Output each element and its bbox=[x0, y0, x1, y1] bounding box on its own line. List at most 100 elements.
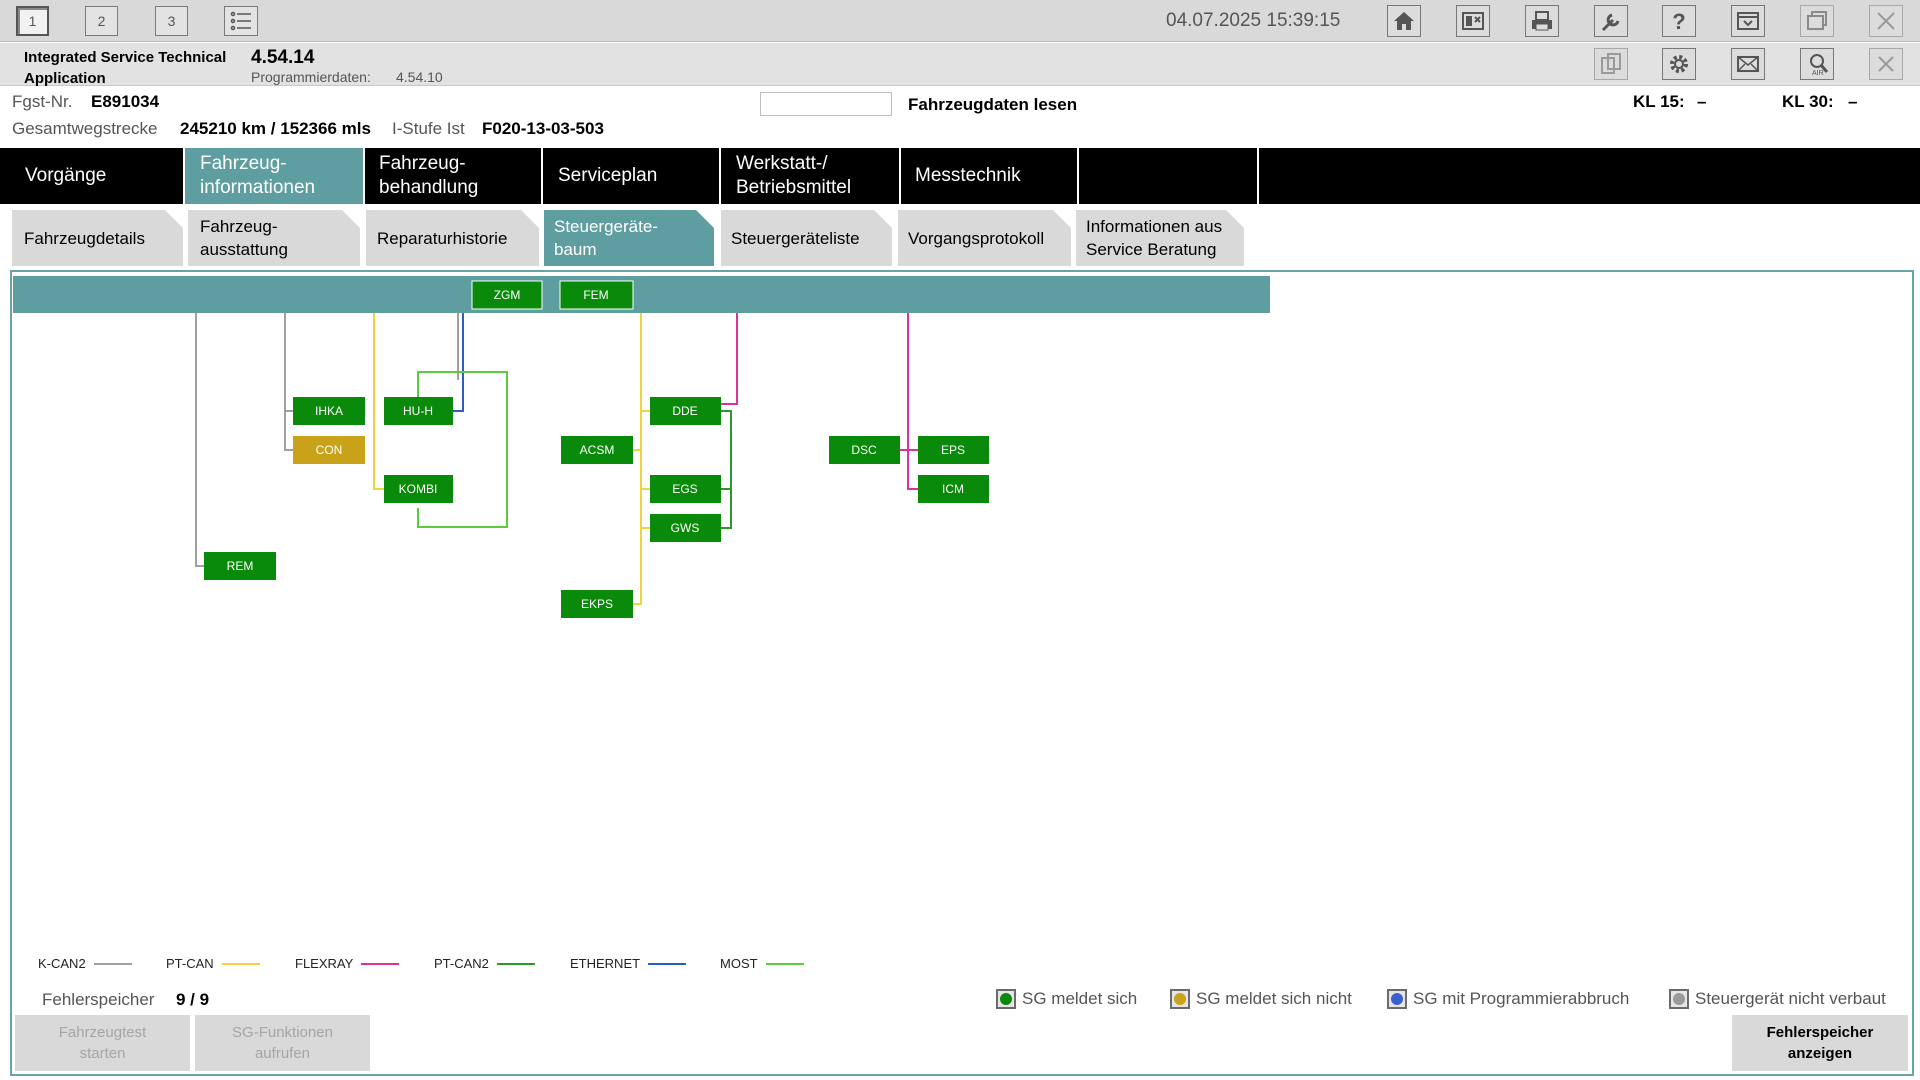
main-tab-fahrzeugbehandlung[interactable]: Fahrzeug- behandlung bbox=[365, 148, 543, 204]
air-search-icon[interactable]: AIR bbox=[1800, 48, 1834, 80]
fehlerspeicher-count: 9 / 9 bbox=[176, 990, 210, 1009]
pt-can2-swatch bbox=[496, 962, 535, 965]
gateway-bus-bar bbox=[13, 276, 1270, 313]
help-icon[interactable]: ? bbox=[1662, 5, 1696, 37]
svg-text:HU-H: HU-H bbox=[403, 404, 433, 418]
svg-text:EGS: EGS bbox=[672, 482, 697, 496]
ecu-egs[interactable]: EGS bbox=[650, 475, 721, 503]
print-preview-icon[interactable] bbox=[1456, 5, 1490, 37]
status-sg-meldet-sich-nicht: SG meldet sich nicht bbox=[1170, 989, 1352, 1009]
application-header: Integrated Service Technical Application… bbox=[0, 43, 1920, 87]
svg-text:EPS: EPS bbox=[941, 443, 965, 457]
legend-flexray: FLEXRAY bbox=[295, 956, 400, 971]
sub-tab-reparaturhistorie[interactable]: Reparaturhistorie bbox=[366, 210, 539, 266]
sub-tab-fahrzeugausstattung[interactable]: Fahrzeug- ausstattung bbox=[188, 210, 360, 266]
status-sg-meldet-sich: SG meldet sich bbox=[996, 989, 1137, 1009]
main-tab-vorgaenge[interactable]: Vorgänge bbox=[0, 148, 185, 204]
fahrzeugtest-starten-button[interactable]: Fahrzeugtest starten bbox=[15, 1015, 190, 1071]
svg-text:ZGM: ZGM bbox=[494, 288, 521, 302]
ecu-eps[interactable]: EPS bbox=[918, 436, 989, 464]
settings-icon[interactable] bbox=[1662, 48, 1696, 80]
ecu-fem[interactable]: FEM bbox=[559, 280, 634, 310]
ecu-dde[interactable]: DDE bbox=[650, 397, 721, 425]
sub-tab-fahrzeugdetails[interactable]: Fahrzeugdetails bbox=[12, 210, 183, 266]
app-name: Integrated Service Technical Application bbox=[24, 49, 227, 87]
legend-pt-can2: PT-CAN2 bbox=[434, 956, 535, 971]
ecu-acsm[interactable]: ACSM bbox=[561, 436, 633, 464]
istufe-value: F020-13-03-503 bbox=[482, 119, 604, 138]
sub-tab-steuergeraeteliste[interactable]: Steuergeräteliste bbox=[721, 210, 892, 266]
status-yellow-icon bbox=[1170, 989, 1190, 1009]
fehlerspeicher-anzeigen-button[interactable]: Fehlerspeicher anzeigen bbox=[1732, 1015, 1908, 1071]
fgst-value: E891034 bbox=[91, 92, 160, 111]
session-tab-2[interactable]: 2 bbox=[85, 6, 118, 36]
sub-tab-service-beratung[interactable]: Informationen aus Service Beratung bbox=[1076, 210, 1244, 266]
ecu-zgm[interactable]: ZGM bbox=[471, 280, 543, 310]
ecu-gws[interactable]: GWS bbox=[650, 514, 721, 542]
sub-tab-vorgangsprotokoll[interactable]: Vorgangsprotokoll bbox=[898, 210, 1071, 266]
most-swatch bbox=[765, 962, 804, 965]
main-tab-serviceplan[interactable]: Serviceplan bbox=[543, 148, 721, 204]
legend-ethernet: ETHERNET bbox=[570, 956, 687, 971]
close-icon[interactable] bbox=[1869, 5, 1903, 37]
list-icon[interactable] bbox=[224, 6, 258, 36]
ecu-ekps[interactable]: EKPS bbox=[561, 590, 633, 618]
legend-most: MOST bbox=[720, 956, 804, 971]
datetime-display: 04.07.2025 15:39:15 bbox=[1166, 10, 1341, 31]
svg-text:AIR: AIR bbox=[1812, 70, 1824, 76]
dropdown-window-icon[interactable] bbox=[1731, 5, 1765, 37]
main-navigation: Vorgänge Fahrzeug- informationen Fahrzeu… bbox=[0, 148, 1920, 204]
svg-text:KOMBI: KOMBI bbox=[399, 482, 438, 496]
ecu-hu-h[interactable]: HU-H bbox=[384, 397, 453, 425]
ecu-ihka[interactable]: IHKA bbox=[293, 397, 365, 425]
fgst-label: Fgst-Nr. bbox=[12, 92, 73, 111]
copy-doc-icon[interactable] bbox=[1594, 48, 1628, 80]
svg-text:DDE: DDE bbox=[672, 404, 697, 418]
svg-text:REM: REM bbox=[227, 559, 254, 573]
legend-pt-can: PT-CAN bbox=[166, 956, 260, 971]
svg-text:?: ? bbox=[1672, 9, 1685, 33]
ecu-rem[interactable]: REM bbox=[204, 552, 276, 580]
svg-text:IHKA: IHKA bbox=[315, 404, 343, 418]
sg-funktionen-button[interactable]: SG-Funktionen aufrufen bbox=[195, 1015, 370, 1071]
ethernet-swatch bbox=[648, 962, 687, 965]
printer-icon[interactable] bbox=[1525, 5, 1559, 37]
sub-tab-steuergeraetebaum[interactable]: Steuergeräte- baum bbox=[544, 210, 714, 266]
programming-data-label: Programmierdaten: bbox=[251, 69, 371, 85]
main-tab-fahrzeuginformationen[interactable]: Fahrzeug- informationen bbox=[185, 148, 365, 204]
status-green-icon bbox=[996, 989, 1016, 1009]
svg-text:FEM: FEM bbox=[583, 288, 608, 302]
kl15-value: – bbox=[1697, 92, 1707, 111]
mail-icon[interactable] bbox=[1731, 48, 1765, 80]
programming-data-value: 4.54.10 bbox=[396, 69, 443, 85]
flexray-swatch bbox=[361, 962, 400, 965]
ecu-dsc[interactable]: DSC bbox=[829, 436, 900, 464]
ecu-con[interactable]: CON bbox=[293, 436, 365, 464]
main-tab-werkstatt[interactable]: Werkstatt-/ Betriebsmittel bbox=[721, 148, 901, 204]
svg-text:GWS: GWS bbox=[671, 521, 700, 535]
svg-text:ICM: ICM bbox=[942, 482, 964, 496]
pt-can-swatch bbox=[221, 962, 260, 965]
vin-input[interactable] bbox=[760, 92, 892, 116]
session-tab-3[interactable]: 3 bbox=[155, 6, 188, 36]
ecu-kombi[interactable]: KOMBI bbox=[384, 475, 453, 503]
restore-window-icon[interactable] bbox=[1800, 5, 1834, 37]
read-vehicle-data-button[interactable]: Fahrzeugdaten lesen bbox=[908, 95, 1078, 114]
status-programmierabbruch: SG mit Programmierabbruch bbox=[1387, 989, 1629, 1009]
legend-k-can2: K-CAN2 bbox=[38, 956, 132, 971]
istufe-label: I-Stufe Ist bbox=[392, 119, 465, 138]
wrench-icon[interactable] bbox=[1594, 5, 1628, 37]
distance-value: 245210 km / 152366 mls bbox=[180, 119, 371, 138]
session-tab-1[interactable]: 1 bbox=[16, 6, 49, 36]
main-tab-messtechnik[interactable]: Messtechnik bbox=[901, 148, 1079, 204]
status-grey-icon bbox=[1669, 989, 1689, 1009]
ecu-icm[interactable]: ICM bbox=[918, 475, 989, 503]
status-nicht-verbaut: Steuergerät nicht verbaut bbox=[1669, 989, 1886, 1009]
close-icon[interactable] bbox=[1869, 48, 1903, 80]
home-icon[interactable] bbox=[1387, 5, 1421, 37]
kl30-label: KL 30: bbox=[1782, 92, 1834, 111]
kl30-value: – bbox=[1848, 92, 1858, 111]
main-tab-empty bbox=[1079, 148, 1259, 204]
kl15-label: KL 15: bbox=[1633, 92, 1685, 111]
